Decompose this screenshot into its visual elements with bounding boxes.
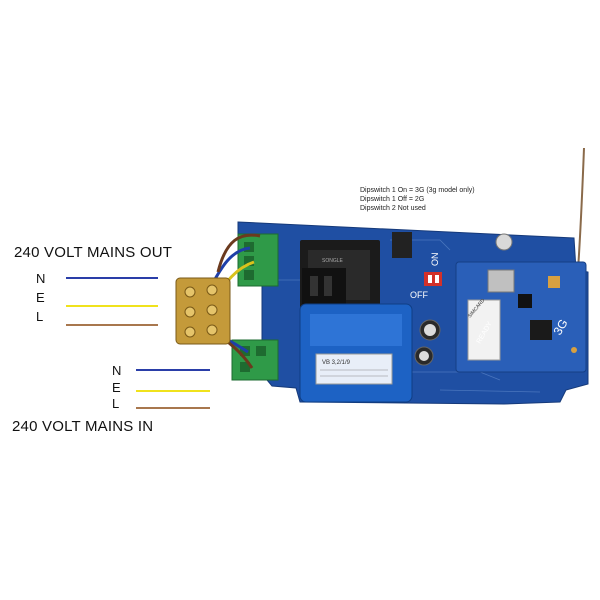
antenna-wire	[577, 147, 585, 271]
in-wire-letter-l: L	[112, 396, 120, 411]
dipswitch-notes: Dipswitch 1 On = 3G (3g model only) Dips…	[360, 186, 475, 213]
capacitor-top	[495, 233, 513, 251]
svg-text:READY: READY	[476, 320, 494, 345]
transformer: VB 3,2/1/9	[299, 303, 413, 403]
out-wire-live	[66, 324, 158, 326]
svg-text:3G: 3G	[550, 317, 570, 338]
in-wire-neutral	[136, 369, 210, 371]
in-wire-live	[136, 407, 210, 409]
out-wire-earth	[66, 305, 158, 307]
capacitor-2	[414, 346, 434, 366]
out-wire-letter-n: N	[36, 271, 46, 286]
svg-text:ON: ON	[430, 253, 440, 267]
out-wire-letter-l: L	[36, 309, 44, 324]
dipswitch-note-1: Dipswitch 1 On = 3G (3g model only)	[360, 187, 475, 194]
svg-text:VB 3,2/1/9: VB 3,2/1/9	[322, 360, 351, 366]
gsm-module: SIMCARD READY 3G	[455, 261, 587, 373]
capacitor-1	[419, 319, 441, 341]
out-wire-letter-e: E	[36, 290, 45, 305]
mains-in-label: 240 VOLT MAINS IN	[12, 418, 154, 435]
in-wire-earth	[136, 390, 210, 392]
svg-text:SONGLE: SONGLE	[322, 258, 344, 264]
svg-text:OFF: OFF	[410, 290, 428, 300]
voltage-regulator	[392, 232, 412, 258]
svg-text:SIMCARD: SIMCARD	[467, 297, 487, 319]
relay	[300, 240, 380, 308]
mains-out-label: 240 VOLT MAINS OUT	[14, 244, 173, 261]
out-wire-neutral	[66, 277, 158, 279]
in-wire-letter-e: E	[112, 380, 121, 395]
brass-terminal-connector	[175, 277, 231, 345]
terminal-block-in	[231, 339, 279, 381]
dip-switch	[424, 272, 442, 286]
dipswitch-note-2: Dipswitch 1 Off = 2G	[360, 196, 425, 203]
dipswitch-note-3: Dipswitch 2 Not used	[360, 205, 426, 212]
in-wire-letter-n: N	[112, 363, 122, 378]
terminal-block-out	[237, 233, 279, 287]
main-pcb	[237, 221, 589, 405]
